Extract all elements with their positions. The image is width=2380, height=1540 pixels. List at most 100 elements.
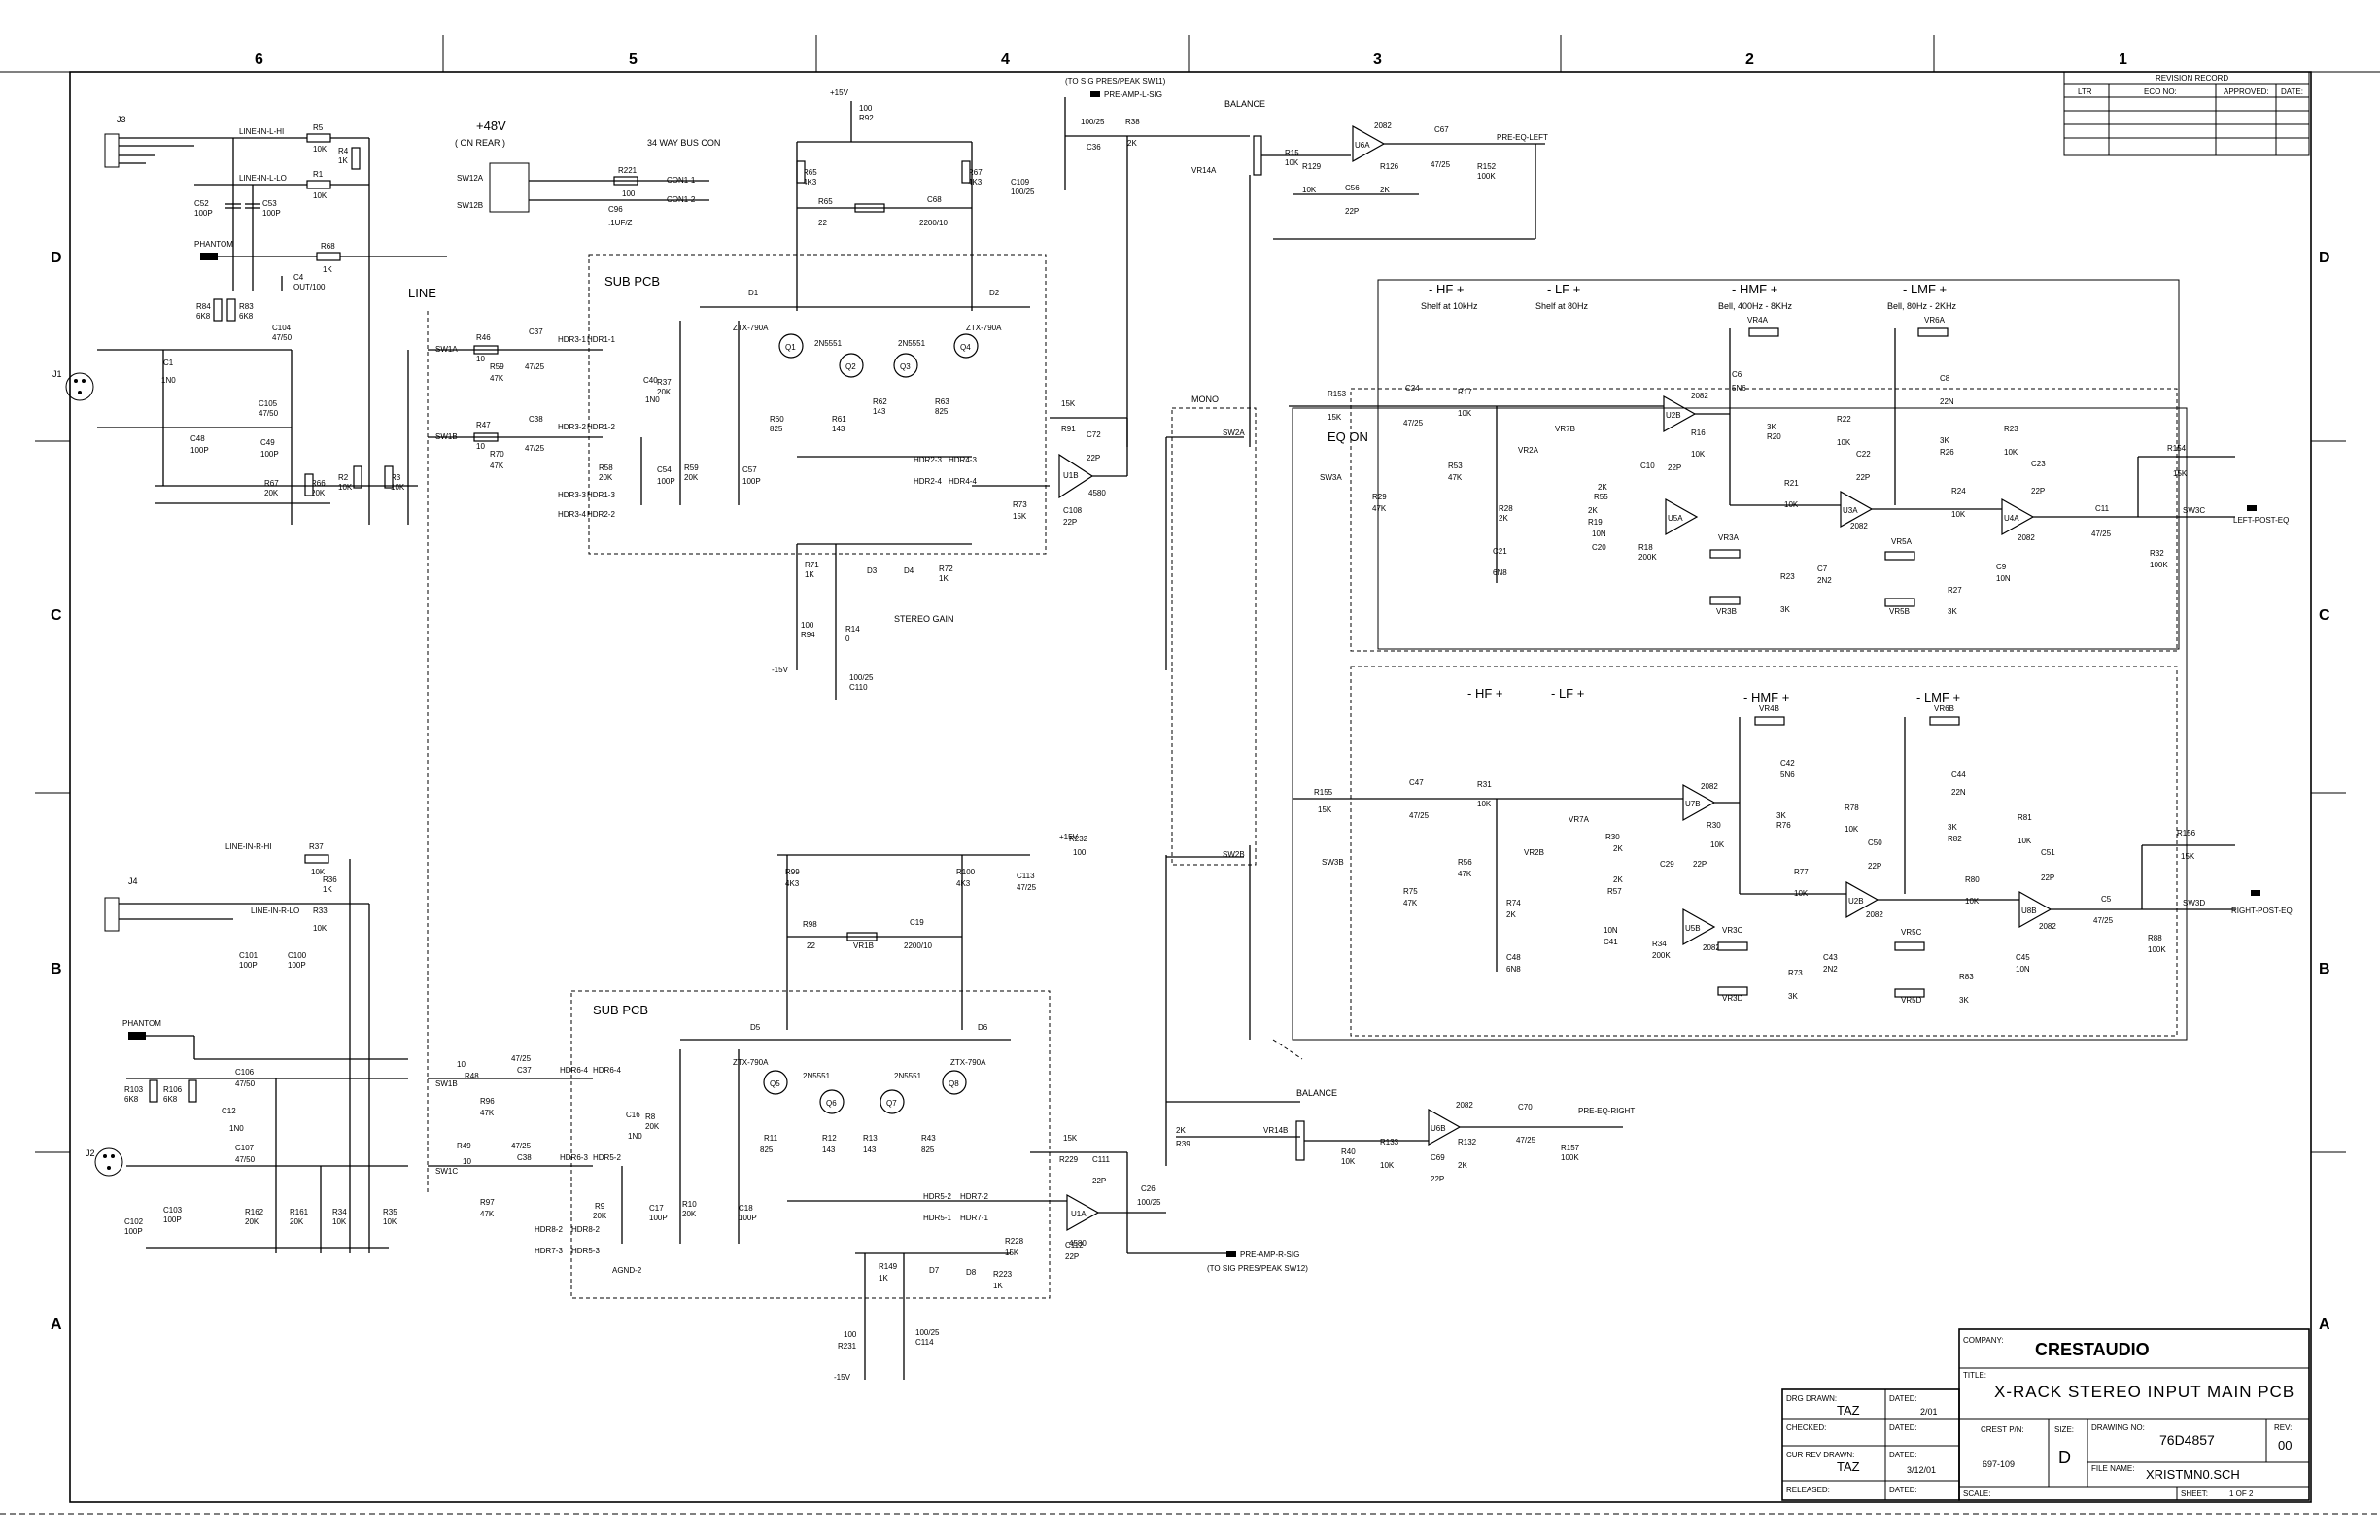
svg-text:1K: 1K xyxy=(993,1282,1003,1290)
svg-text:R74: R74 xyxy=(1506,899,1521,907)
svg-text:825: 825 xyxy=(770,425,783,433)
svg-text:10N: 10N xyxy=(1592,530,1606,538)
svg-text:825: 825 xyxy=(760,1146,774,1154)
svg-text:R36: R36 xyxy=(323,875,337,884)
svg-text:ZTX-790A: ZTX-790A xyxy=(950,1058,986,1067)
svg-text:R28: R28 xyxy=(1499,504,1513,513)
svg-text:10K: 10K xyxy=(383,1217,397,1226)
svg-text:HDR6-3: HDR6-3 xyxy=(560,1153,588,1162)
svg-text:C16: C16 xyxy=(626,1111,640,1119)
svg-text:C17: C17 xyxy=(649,1204,664,1213)
svg-text:10K: 10K xyxy=(1845,825,1859,834)
svg-text:VR2B: VR2B xyxy=(1524,848,1544,857)
svg-text:47/50: 47/50 xyxy=(235,1155,256,1164)
svg-text:ZTX-790A: ZTX-790A xyxy=(966,324,1002,332)
svg-text:1 OF 2: 1 OF 2 xyxy=(2229,1489,2254,1498)
svg-text:LINE-IN-R-LO: LINE-IN-R-LO xyxy=(251,907,299,915)
svg-text:C40: C40 xyxy=(643,376,658,385)
svg-text:C50: C50 xyxy=(1868,838,1882,847)
zone-6: 6 xyxy=(255,51,263,68)
svg-text:VR5B: VR5B xyxy=(1889,607,1910,616)
zone-C-left: C xyxy=(51,607,62,624)
svg-text:2N2: 2N2 xyxy=(1823,965,1838,974)
svg-text:Q5: Q5 xyxy=(770,1079,780,1088)
svg-text:100K: 100K xyxy=(2150,561,2168,569)
svg-text:100P: 100P xyxy=(649,1214,668,1222)
svg-text:15K: 15K xyxy=(1063,1134,1078,1143)
svg-text:R32: R32 xyxy=(2150,549,2164,558)
svg-text:LINE-IN-R-HI: LINE-IN-R-HI xyxy=(225,842,272,851)
svg-text:C107: C107 xyxy=(235,1144,255,1152)
svg-text:SHEET:: SHEET: xyxy=(2181,1489,2208,1498)
svg-text:(TO SIG PRES/PEAK SW11): (TO SIG PRES/PEAK SW11) xyxy=(1065,77,1166,86)
svg-text:ZTX-790A: ZTX-790A xyxy=(733,324,769,332)
zone-2: 2 xyxy=(1745,51,1754,68)
svg-text:VR14B: VR14B xyxy=(1263,1126,1288,1135)
svg-text:VR7A: VR7A xyxy=(1569,815,1590,824)
svg-text:47K: 47K xyxy=(1458,870,1472,878)
svg-text:R65: R65 xyxy=(818,197,833,206)
svg-text:U6A: U6A xyxy=(1355,141,1370,150)
svg-text:Shelf at 10kHz: Shelf at 10kHz xyxy=(1421,301,1478,311)
svg-text:VR1B: VR1B xyxy=(853,941,874,950)
svg-text:R232: R232 xyxy=(1069,835,1088,843)
svg-text:DATED:: DATED: xyxy=(1889,1423,1917,1432)
svg-text:22P: 22P xyxy=(1668,463,1681,472)
svg-text:ZTX-790A: ZTX-790A xyxy=(733,1058,769,1067)
svg-text:VR7B: VR7B xyxy=(1555,425,1575,433)
svg-text:R133: R133 xyxy=(1380,1138,1399,1146)
svg-text:20K: 20K xyxy=(264,489,279,497)
svg-text:R57: R57 xyxy=(1607,887,1622,896)
svg-text:R152: R152 xyxy=(1477,162,1497,171)
svg-text:C67: C67 xyxy=(1434,125,1449,134)
svg-text:10K: 10K xyxy=(2018,837,2032,845)
svg-text:143: 143 xyxy=(822,1146,836,1154)
svg-text:10K: 10K xyxy=(1302,186,1317,194)
svg-text:22: 22 xyxy=(818,219,827,227)
svg-text:C42: C42 xyxy=(1780,759,1795,768)
svg-text:R37: R37 xyxy=(657,378,672,387)
svg-text:HDR8-2: HDR8-2 xyxy=(535,1225,563,1234)
svg-text:100P: 100P xyxy=(260,450,279,459)
svg-text:C21: C21 xyxy=(1493,547,1507,556)
svg-text:100: 100 xyxy=(844,1330,857,1339)
svg-text:100: 100 xyxy=(622,189,636,198)
svg-text:R9: R9 xyxy=(595,1202,605,1211)
svg-text:C52: C52 xyxy=(194,199,209,208)
svg-text:4K3: 4K3 xyxy=(956,879,971,888)
svg-text:R43: R43 xyxy=(921,1134,936,1143)
svg-text:4K3: 4K3 xyxy=(785,879,800,888)
svg-text:1K: 1K xyxy=(805,570,814,579)
svg-text:C53: C53 xyxy=(262,199,277,208)
svg-text:47/50: 47/50 xyxy=(259,409,279,418)
svg-text:Q4: Q4 xyxy=(960,343,971,352)
svg-text:22N: 22N xyxy=(1951,788,1966,797)
svg-text:SW2A: SW2A xyxy=(1223,428,1245,437)
svg-text:R30: R30 xyxy=(1605,833,1620,841)
svg-text:47K: 47K xyxy=(490,374,504,383)
svg-text:HDR3-1: HDR3-1 xyxy=(558,335,586,344)
svg-text:LINE-IN-L-LO: LINE-IN-L-LO xyxy=(239,174,287,183)
svg-text:C9: C9 xyxy=(1996,563,2007,571)
svg-text:47/25: 47/25 xyxy=(1017,883,1037,892)
svg-text:R49: R49 xyxy=(457,1142,471,1150)
svg-text:VR6B: VR6B xyxy=(1934,704,1954,713)
svg-text:C12: C12 xyxy=(222,1107,236,1115)
svg-text:Bell, 80Hz - 2KHz: Bell, 80Hz - 2KHz xyxy=(1887,301,1957,311)
svg-text:HDR7-3: HDR7-3 xyxy=(535,1247,563,1255)
svg-text:R5: R5 xyxy=(313,123,324,132)
svg-text:C38: C38 xyxy=(517,1153,532,1162)
svg-text:C108: C108 xyxy=(1063,506,1083,515)
svg-text:R80: R80 xyxy=(1965,875,1980,884)
svg-text:2082: 2082 xyxy=(1691,392,1708,400)
svg-text:R78: R78 xyxy=(1845,804,1859,812)
svg-text:R59: R59 xyxy=(684,463,699,472)
svg-text:SW3A: SW3A xyxy=(1320,473,1342,482)
svg-text:R162: R162 xyxy=(245,1208,264,1216)
svg-text:47/25: 47/25 xyxy=(511,1054,532,1063)
svg-text:R126: R126 xyxy=(1380,162,1399,171)
svg-text:- HF +: - HF + xyxy=(1467,686,1502,701)
svg-text:10K: 10K xyxy=(1458,409,1472,418)
svg-text:R16: R16 xyxy=(1691,428,1706,437)
svg-text:R98: R98 xyxy=(803,920,817,929)
